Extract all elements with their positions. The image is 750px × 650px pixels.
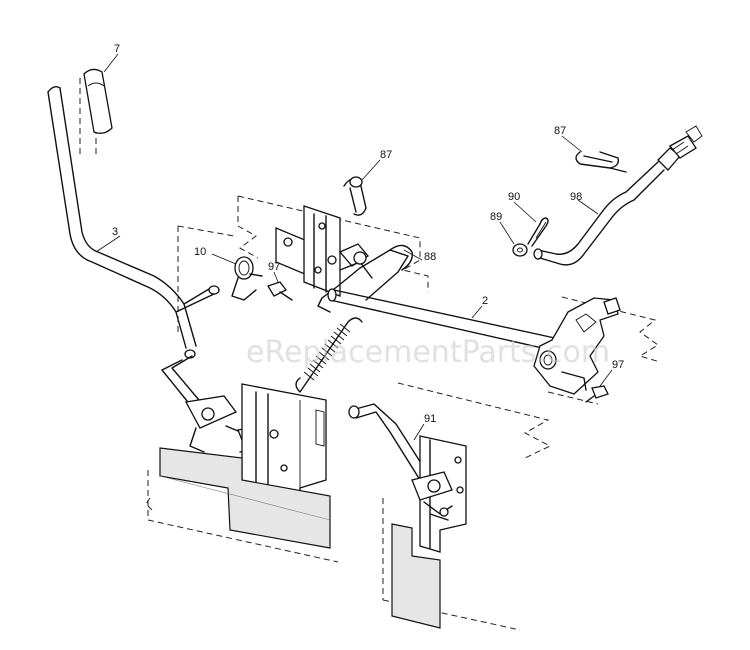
spring-part-88	[317, 244, 413, 313]
callout-7: 7	[114, 43, 120, 55]
cross-shaft-part-2	[327, 288, 565, 353]
right-lift-arm	[533, 297, 621, 395]
coil-spring	[295, 317, 363, 393]
leader-lines	[95, 53, 613, 441]
bolt-part-97-right	[585, 385, 609, 403]
frame-outline-right	[397, 296, 661, 459]
hairpin-part-87-right	[575, 151, 627, 173]
callout-10: 10	[194, 246, 206, 258]
bolt-part-97-left	[267, 281, 293, 301]
callout-2: 2	[482, 295, 488, 307]
spring-part-10	[231, 256, 263, 301]
center-bracket	[275, 205, 373, 297]
callout-90: 90	[508, 191, 520, 203]
grip-part-7	[79, 68, 113, 158]
callout-97-right: 97	[612, 359, 624, 371]
callout-87-right: 87	[554, 125, 566, 137]
right-mounting-plate	[411, 435, 467, 553]
left-lift-arm	[161, 355, 255, 453]
watermark: eReplacementParts.com	[246, 335, 610, 370]
callout-3: 3	[112, 226, 118, 238]
callout-97-left: 97	[268, 261, 280, 273]
lift-link-part-91	[348, 403, 429, 481]
washer-part-89	[512, 243, 528, 257]
pin-part-90	[527, 217, 549, 247]
callout-89: 89	[490, 211, 502, 223]
left-mounting-plate	[241, 383, 327, 495]
lift-lever-part-3	[47, 85, 220, 359]
callout-88: 88	[424, 251, 436, 263]
hairpin-part-87-center	[343, 176, 367, 216]
deck-left	[159, 447, 331, 549]
rod-part-98	[533, 125, 703, 266]
deck-right	[391, 523, 441, 629]
callout-91: 91	[424, 413, 436, 425]
frame-outline-upper	[177, 195, 429, 332]
callout-87-center: 87	[380, 149, 392, 161]
callout-98: 98	[570, 191, 582, 203]
